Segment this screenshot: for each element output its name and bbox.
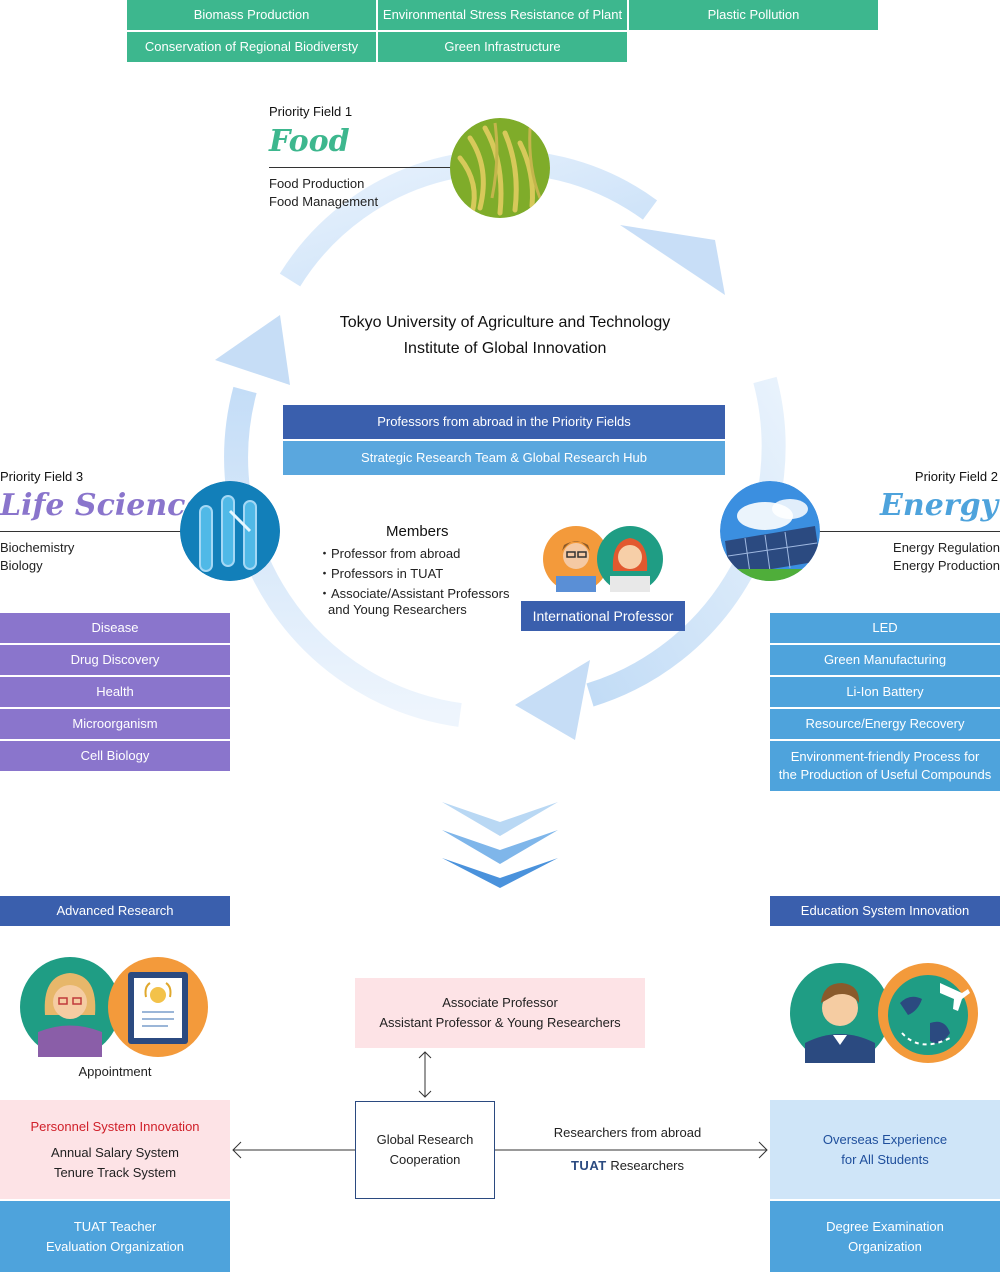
energy-field-label: Priority Field 2 [914, 469, 998, 484]
arrowhead-top [620, 225, 725, 295]
tag-drug-discovery: Drug Discovery [0, 645, 230, 675]
member-item: ・Professors in TUAT [318, 566, 444, 581]
arrowhead-right [515, 660, 590, 740]
global-line2: Cooperation [389, 1152, 461, 1167]
energy-sub1: Energy Regulation [893, 540, 1000, 555]
global-line1: Global Research [376, 1132, 474, 1147]
tag-regional-biodiversity: Conservation of Regional Biodiversty [127, 32, 376, 62]
appointment-label: Appointment [78, 1064, 152, 1079]
advanced-research-header: Advanced Research [0, 896, 230, 926]
tag-line: the Production of Useful Compounds [778, 767, 992, 782]
tag-line: Environment-friendly Process for [790, 749, 980, 764]
degree-line1: Degree Examination [826, 1218, 944, 1234]
personnel-line1: Annual Salary System [51, 1144, 179, 1160]
member-item: and Young Researchers [328, 602, 467, 617]
overseas-icons [790, 963, 978, 1063]
associate-line2: Assistant Professor & Young Researchers [379, 1015, 621, 1030]
food-field-title: Food [269, 124, 350, 159]
institute-title-line2: Institute of Global Innovation [403, 340, 607, 357]
tag-green-infrastructure: Green Infrastructure [378, 32, 627, 62]
members-title: Members [386, 523, 449, 540]
overseas-line1: Overseas Experience [822, 1131, 948, 1147]
tag-led: LED [770, 613, 1000, 643]
tag-plastic-pollution: Plastic Pollution [629, 0, 878, 30]
life-field-label: Priority Field 3 [0, 469, 84, 484]
personnel-line2: Tenure Track System [53, 1164, 177, 1180]
arrowhead-left [215, 315, 290, 385]
down-chevrons [442, 802, 558, 888]
test-tubes-photo [180, 481, 280, 581]
energy-sub2: Energy Production [893, 558, 1000, 573]
tag-green-manufacturing: Green Manufacturing [770, 645, 1000, 675]
associate-professor-box: Associate Professor Assistant Professor … [355, 978, 645, 1048]
tag-environmental-stress: Environmental Stress Resistance of Plant [378, 0, 627, 30]
tuat-researchers-text: Researchers [610, 1158, 685, 1173]
tuat-researchers-label: TUAT Researchers [500, 1158, 755, 1173]
life-divider [0, 531, 185, 532]
solar-panel-photo [720, 481, 820, 581]
rice-photo [450, 118, 550, 218]
strategic-team-band: Strategic Research Team & Global Researc… [283, 441, 725, 475]
tuat-logo: TUAT [570, 1158, 607, 1173]
personnel-title: Personnel System Innovation [30, 1118, 200, 1134]
degree-examination-box: Degree Examination Organization [770, 1201, 1000, 1272]
institute-title-line1: Tokyo University of Agriculture and Tech… [339, 314, 671, 331]
life-sub2: Biology [0, 558, 43, 573]
overseas-experience-box: Overseas Experience for All Students [770, 1100, 1000, 1199]
tag-resource-energy-recovery: Resource/Energy Recovery [770, 709, 1000, 739]
life-field-title: Life Science [0, 488, 205, 523]
food-field-label: Priority Field 1 [269, 104, 353, 119]
international-professor-label: International Professor [521, 601, 685, 631]
energy-divider [815, 531, 1000, 532]
teacher-eval-line2: Evaluation Organization [45, 1238, 185, 1254]
energy-field-title: Energy [880, 488, 998, 523]
tag-microorganism: Microorganism [0, 709, 230, 739]
tag-environment-friendly-process: Environment-friendly Process for the Pro… [770, 741, 1000, 791]
researchers-from-abroad-label: Researchers from abroad [553, 1125, 702, 1140]
teacher-eval-line1: TUAT Teacher [73, 1218, 157, 1234]
appointment-icons [20, 957, 208, 1057]
associate-line1: Associate Professor [442, 995, 558, 1010]
life-sub1: Biochemistry [0, 540, 75, 555]
overseas-line2: for All Students [841, 1151, 929, 1167]
tag-li-ion-battery: Li-Ion Battery [770, 677, 1000, 707]
tag-cell-biology: Cell Biology [0, 741, 230, 771]
education-innovation-header: Education System Innovation [770, 896, 1000, 926]
professors-abroad-band: Professors from abroad in the Priority F… [283, 405, 725, 439]
international-professor-avatars [543, 526, 663, 592]
tag-health: Health [0, 677, 230, 707]
member-item: ・Associate/Assistant Professors [318, 586, 510, 601]
degree-line2: Organization [848, 1238, 922, 1254]
food-sub1: Food Production [269, 176, 365, 191]
personnel-system-box: Personnel System Innovation Annual Salar… [0, 1100, 230, 1199]
tag-biomass-production: Biomass Production [127, 0, 376, 30]
teacher-evaluation-box: TUAT Teacher Evaluation Organization [0, 1201, 230, 1272]
food-divider [269, 167, 459, 168]
tag-disease: Disease [0, 613, 230, 643]
member-item: ・Professor from abroad [318, 546, 461, 561]
global-research-cooperation-box: Global Research Cooperation [355, 1101, 495, 1199]
food-sub2: Food Management [269, 194, 379, 209]
